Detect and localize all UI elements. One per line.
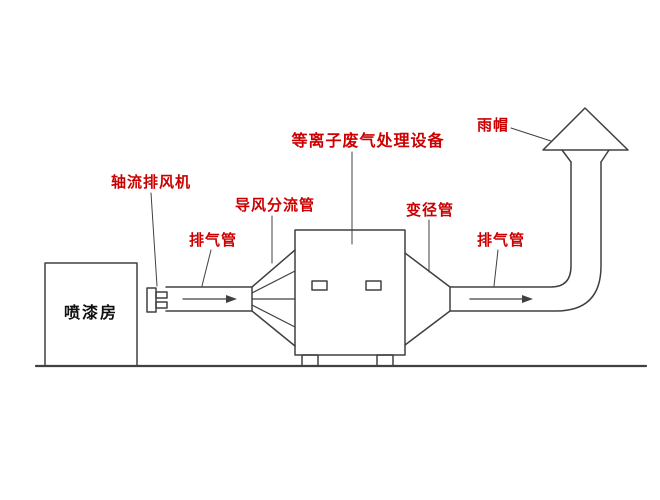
plasma-unit-vent-left bbox=[311, 280, 328, 291]
label-rain-cap: 雨帽 bbox=[476, 116, 510, 134]
plasma-unit-foot-left bbox=[301, 354, 319, 367]
plasma-unit-vent-right bbox=[365, 280, 382, 291]
label-diverter-duct: 导风分流管 bbox=[234, 196, 316, 214]
plasma-unit-box bbox=[294, 229, 406, 367]
reducer-duct bbox=[404, 252, 451, 346]
axial-fan bbox=[146, 287, 168, 313]
spray-booth-box bbox=[44, 262, 138, 367]
leader-line-exhaust-pipe-1 bbox=[201, 249, 212, 287]
label-exhaust-pipe-2: 排气管 bbox=[476, 231, 526, 249]
label-reducer-pipe: 变径管 bbox=[405, 201, 455, 219]
leader-line-rain-cap bbox=[510, 127, 552, 142]
label-axial-fan: 轴流排风机 bbox=[110, 173, 192, 191]
label-spray-booth: 喷漆房 bbox=[63, 303, 119, 322]
plasma-unit-foot-right bbox=[376, 354, 394, 367]
leader-line-axial-fan bbox=[150, 192, 158, 287]
flow-arrow-right-1 bbox=[182, 295, 237, 303]
diverter-duct bbox=[251, 249, 296, 347]
flow-arrow-right-2 bbox=[469, 295, 533, 303]
leader-line-exhaust-pipe-2 bbox=[493, 249, 499, 287]
exhaust-pipe-2-stack bbox=[449, 161, 602, 312]
rain-cap bbox=[542, 107, 629, 163]
label-exhaust-pipe-1: 排气管 bbox=[188, 231, 238, 249]
label-plasma-unit: 等离子废气处理设备 bbox=[291, 131, 445, 150]
leader-lines bbox=[150, 127, 552, 287]
